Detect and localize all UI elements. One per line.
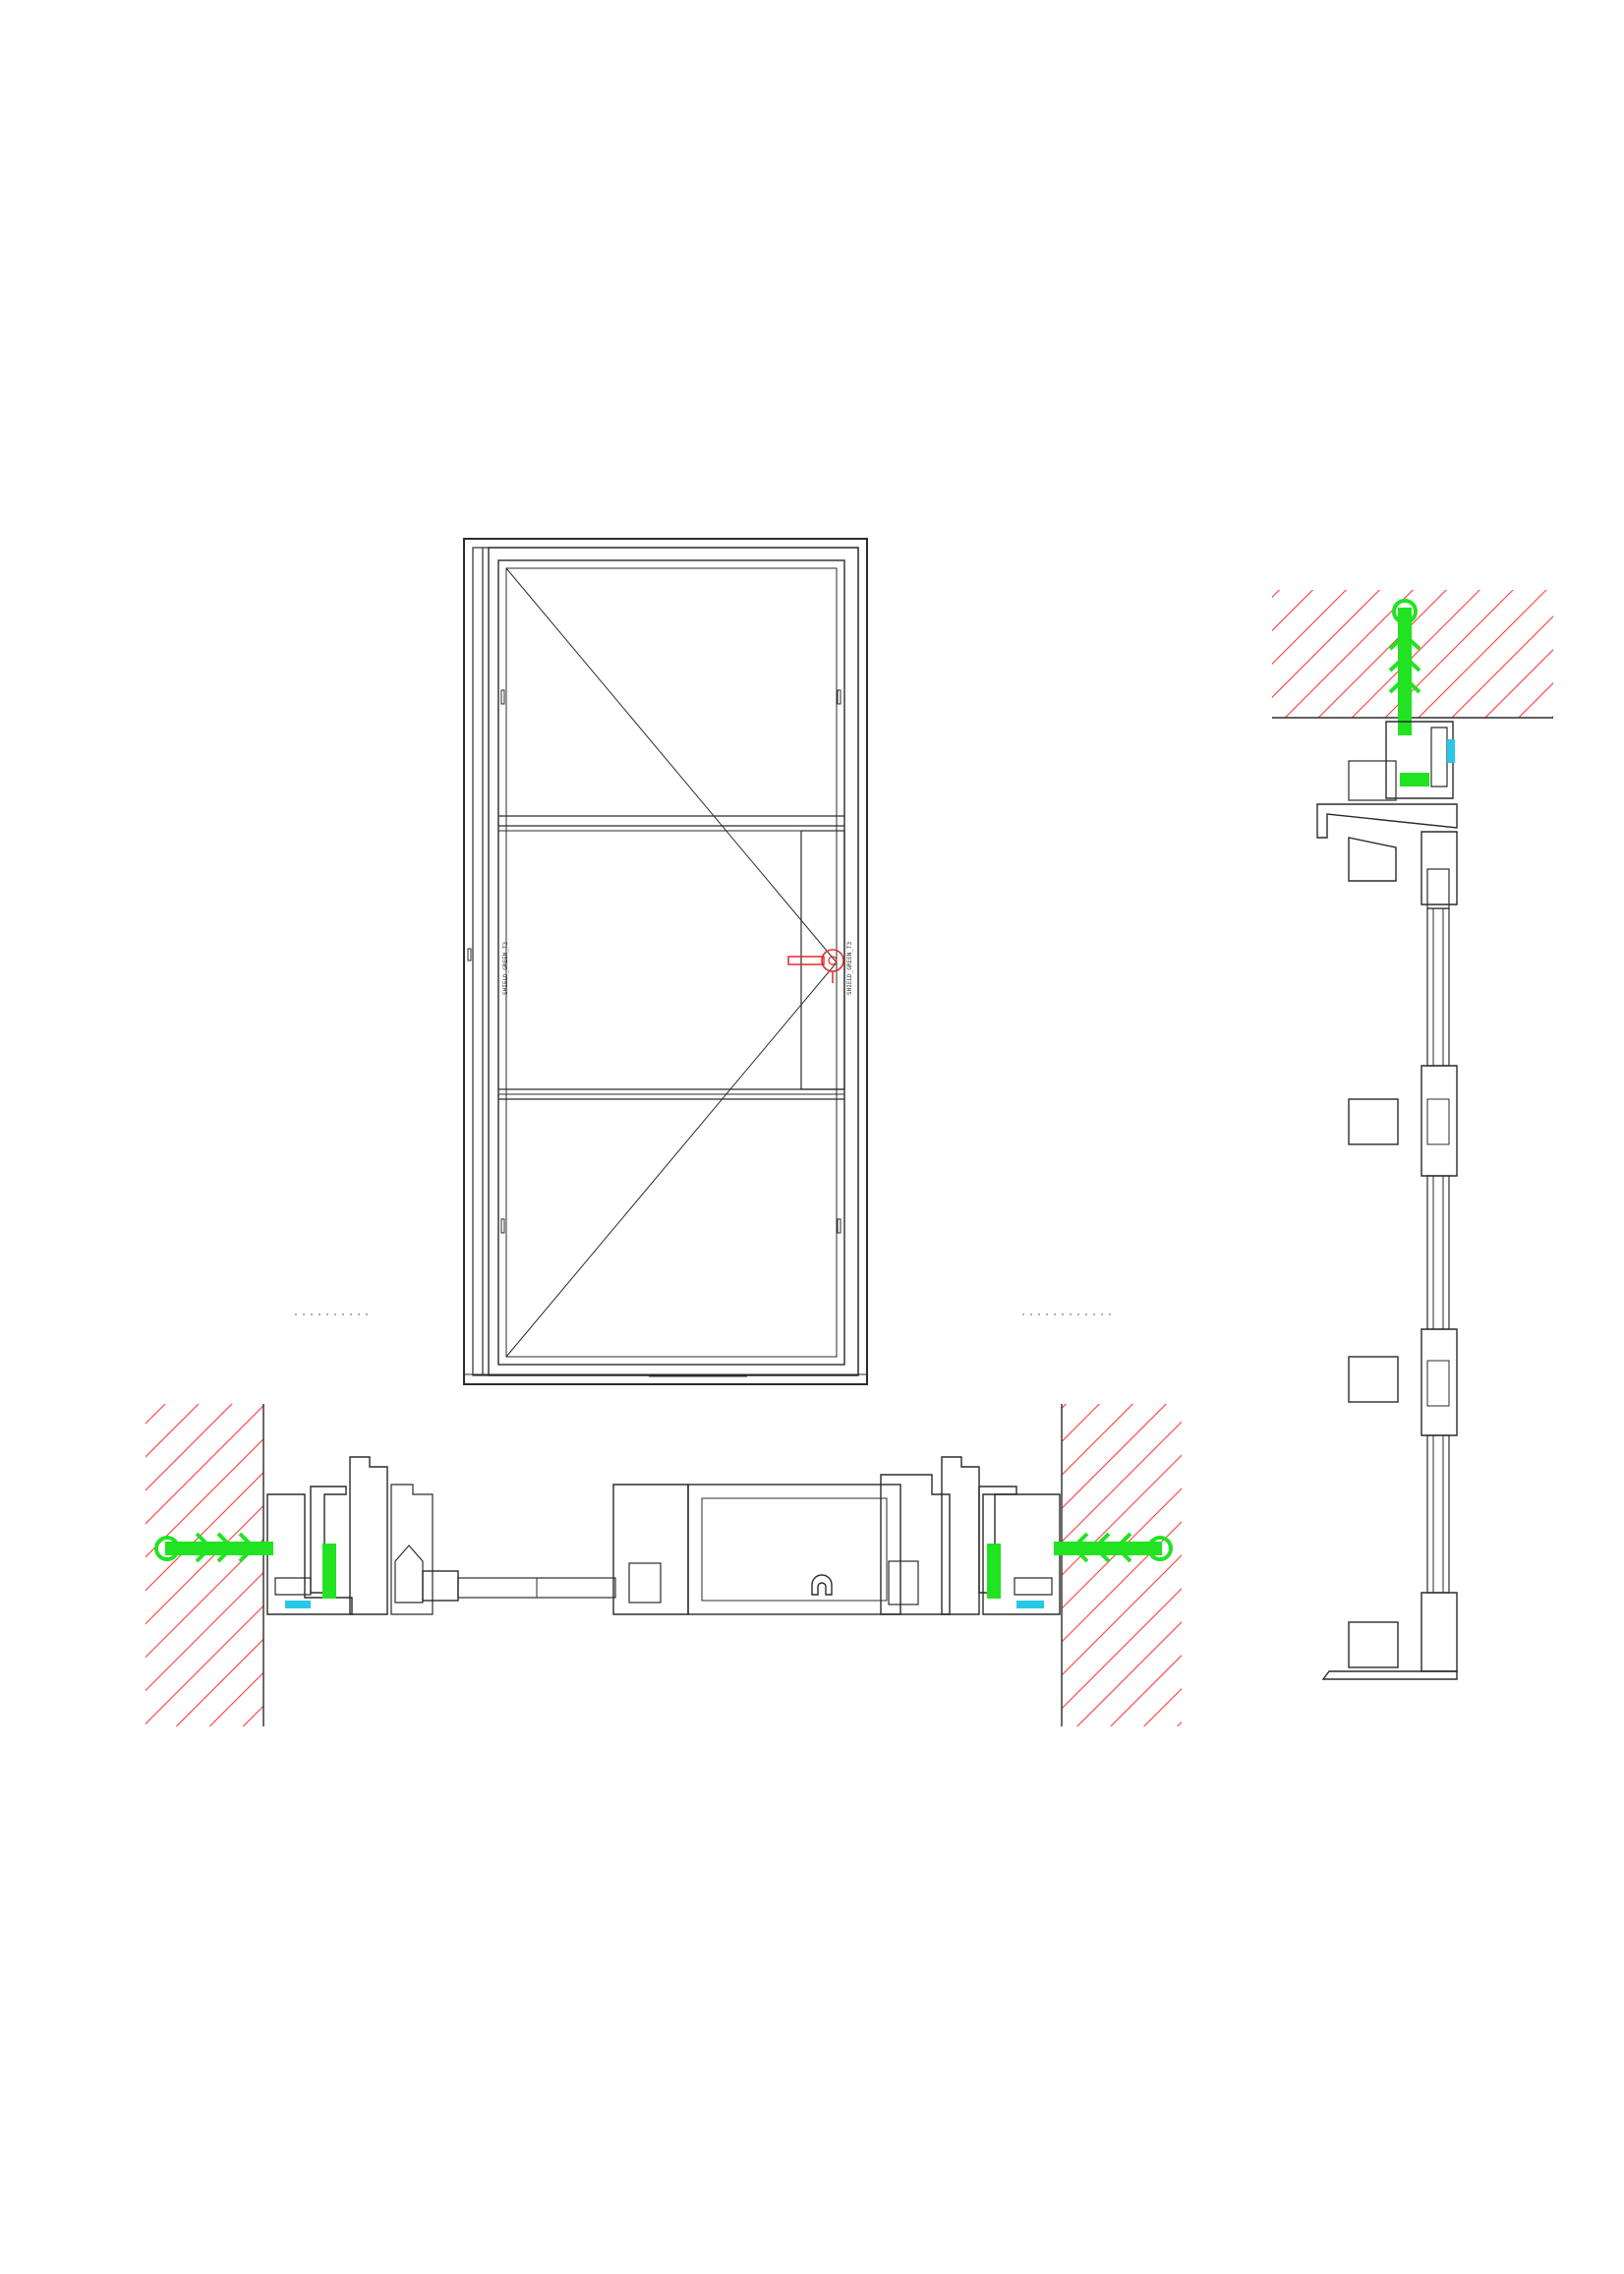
left-wall-hatch (145, 1404, 263, 1726)
green-wall-anchor-icon (1388, 599, 1429, 787)
vertical-section (1272, 590, 1553, 1680)
panel-label-right: SHIELD_GREEN_T3 (846, 941, 853, 995)
door-elevation: SHIELD_GREEN_T3 SHIELD_GREEN_T3 (295, 538, 1111, 1385)
ceiling-hatch (1272, 590, 1553, 718)
right-wall-hatch (1062, 1404, 1182, 1726)
horizontal-section (145, 1404, 1182, 1726)
seal-top (1447, 739, 1455, 763)
seal-right (1016, 1601, 1044, 1608)
green-wall-anchor-icon (987, 1532, 1173, 1599)
panel-label-left: SHIELD_GREEN_T3 (502, 941, 509, 995)
seal-left (285, 1601, 311, 1608)
green-wall-anchor-icon (154, 1532, 336, 1599)
door-handle-icon (787, 949, 844, 983)
